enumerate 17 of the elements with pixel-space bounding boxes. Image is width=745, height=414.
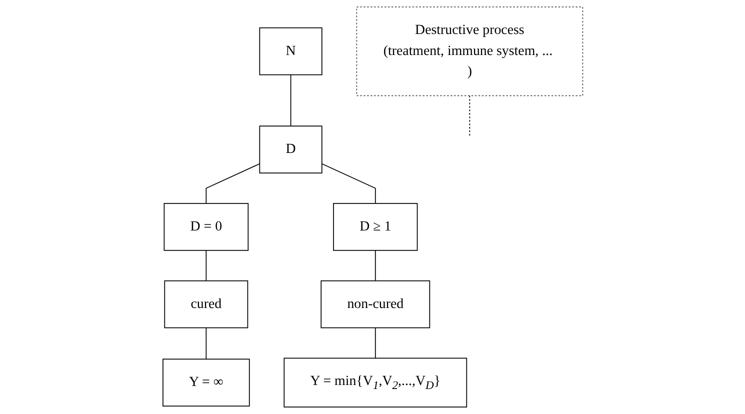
- connector: [205, 163, 260, 204]
- node-box: Y = min{V$_{1}$,V$_{2}$,...,V$_{D}$}: [283, 358, 467, 408]
- connector: [205, 327, 206, 360]
- node-box: D ≥ 1: [332, 203, 418, 251]
- node-box: N: [258, 27, 322, 76]
- connector: [321, 163, 376, 204]
- connector: [468, 95, 470, 137]
- node-box: non-cured: [320, 280, 430, 328]
- connector: [205, 250, 206, 282]
- node-box: D: [258, 126, 322, 174]
- node-box: Destructive process (treatment, immune system, ... ): [356, 6, 583, 96]
- node-box: D = 0: [163, 203, 248, 251]
- connector: [374, 250, 376, 282]
- connector: [374, 327, 376, 359]
- node-box: cured: [164, 280, 248, 328]
- node-box: Y = ∞: [162, 358, 250, 407]
- connector: [290, 74, 291, 126]
